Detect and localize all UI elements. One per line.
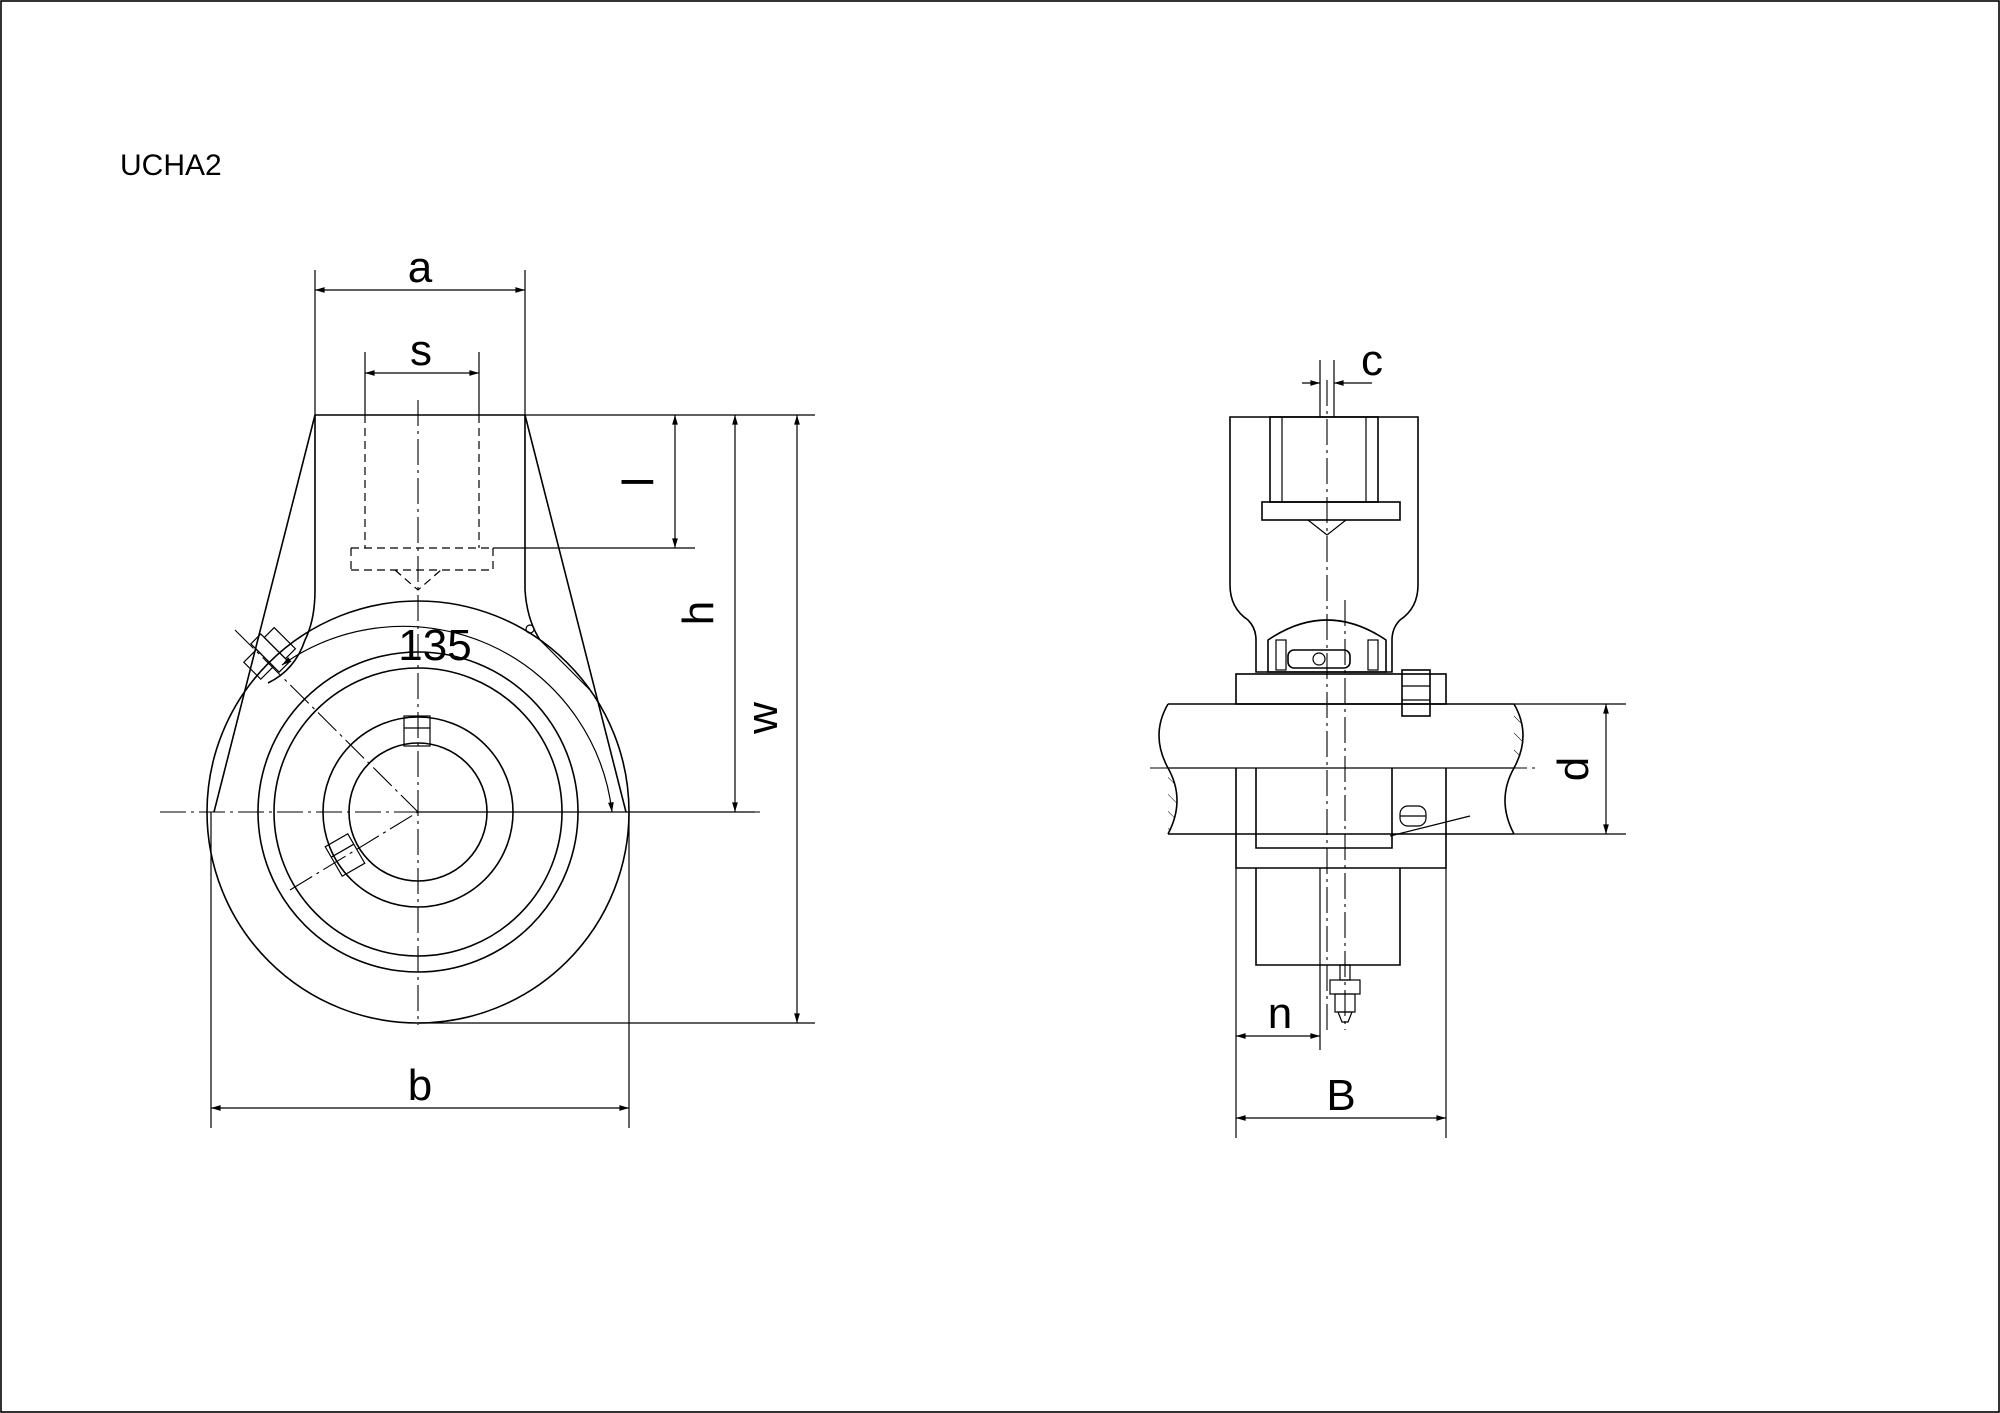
dim-n-label: n: [1268, 989, 1292, 1038]
dim-l-label: l: [614, 477, 663, 487]
dim-B-label: B: [1326, 1071, 1355, 1120]
dim-b-label: b: [408, 1061, 432, 1110]
collar-set-screw: [1401, 669, 1431, 717]
front-view: 135 a s l h w b: [160, 243, 815, 1128]
angle-label: 135: [398, 621, 471, 670]
dim-s-label: s: [410, 326, 432, 375]
housing-section: [1229, 416, 1419, 673]
model-title: UCHA2: [120, 149, 222, 182]
dim-d-label: d: [1549, 757, 1598, 781]
dim-a-label: a: [408, 243, 433, 292]
dim-h-label: h: [674, 601, 723, 625]
grease-nipple: [242, 626, 297, 681]
side-view: c d n B: [1150, 336, 1626, 1138]
dim-c-label: c: [1361, 336, 1383, 385]
dim-w-label: w: [738, 702, 787, 735]
